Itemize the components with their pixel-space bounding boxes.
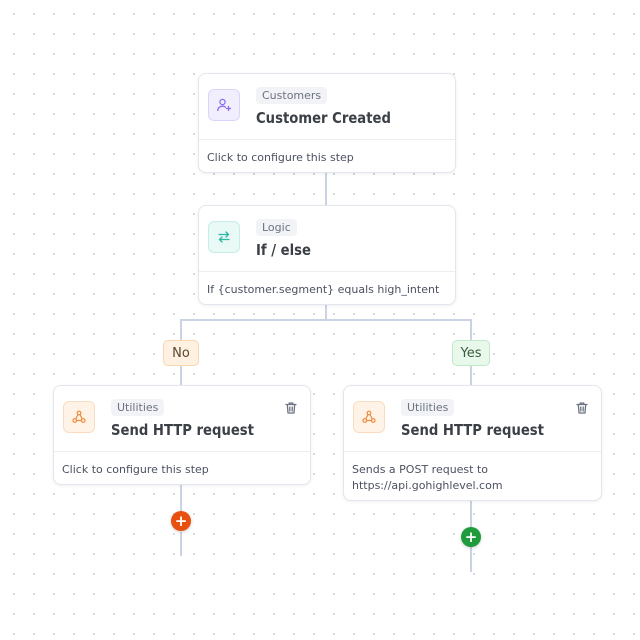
connector-no-tail bbox=[180, 532, 182, 556]
connector-logic-split bbox=[325, 303, 327, 320]
add-step-button-yes[interactable]: + bbox=[461, 527, 481, 547]
node-description: If {customer.segment} equals high_intent bbox=[207, 283, 440, 296]
node-title: Send HTTP request bbox=[401, 421, 544, 439]
webhook-icon bbox=[353, 401, 385, 433]
trigger-node-header: Customers Customer Created bbox=[199, 74, 455, 140]
node-category-badge: Logic bbox=[256, 219, 297, 236]
node-category-badge: Customers bbox=[256, 87, 328, 104]
webhook-icon bbox=[63, 401, 95, 433]
logic-node-card[interactable]: Logic If / else If {customer.segment} eq… bbox=[198, 205, 456, 305]
node-title: Customer Created bbox=[256, 109, 391, 127]
connector-yes-to-add bbox=[470, 500, 472, 528]
node-category-badge: Utilities bbox=[111, 399, 165, 416]
swap-arrows-icon bbox=[208, 221, 240, 253]
node-description: Sends a POST request to https://api.gohi… bbox=[352, 463, 503, 492]
node-description: Click to configure this step bbox=[207, 151, 354, 164]
connector-yes-tail bbox=[470, 547, 472, 572]
http-node-header: Utilities Send HTTP request bbox=[344, 386, 601, 452]
node-title: Send HTTP request bbox=[111, 421, 254, 439]
trash-icon[interactable] bbox=[575, 400, 589, 414]
add-step-button-no[interactable]: + bbox=[171, 511, 191, 531]
trigger-node-card[interactable]: Customers Customer Created Click to conf… bbox=[198, 73, 456, 173]
trash-icon[interactable] bbox=[284, 400, 298, 414]
branch-label-no[interactable]: No bbox=[163, 340, 199, 366]
user-plus-icon bbox=[208, 89, 240, 121]
connector-split-horizontal bbox=[180, 319, 472, 321]
branch-label-yes[interactable]: Yes bbox=[452, 340, 490, 366]
http-request-node-no[interactable]: Utilities Send HTTP request Click to con… bbox=[53, 385, 311, 485]
node-title: If / else bbox=[256, 241, 311, 259]
connector-no-to-add bbox=[180, 484, 182, 512]
node-description: Click to configure this step bbox=[62, 463, 209, 476]
http-node-header: Utilities Send HTTP request bbox=[54, 386, 310, 452]
node-category-badge: Utilities bbox=[401, 399, 455, 416]
connector-trigger-logic bbox=[325, 171, 327, 205]
logic-node-header: Logic If / else bbox=[199, 206, 455, 272]
http-request-node-yes[interactable]: Utilities Send HTTP request Sends a POST… bbox=[343, 385, 602, 501]
